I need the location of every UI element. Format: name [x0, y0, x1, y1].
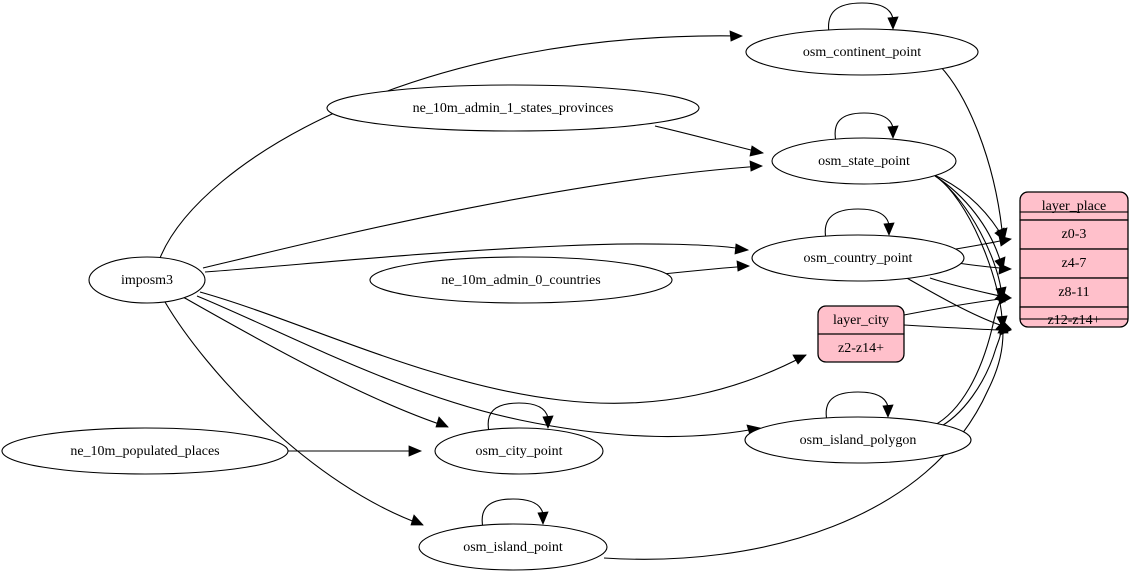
edge-imposm3-to-osm-island-point	[164, 301, 424, 526]
node-ne-10m-admin-0-countries[interactable]: ne_10m_admin_0_countries	[369, 256, 673, 304]
edge-imposm3-to-layer-city	[199, 291, 807, 404]
node-osm-country-point[interactable]: osm_country_point	[751, 234, 965, 282]
node-osm-island-polygon-label: osm_island_polygon	[800, 433, 917, 448]
node-osm-city-point[interactable]: osm_city_point	[434, 427, 604, 475]
node-ne-10m-admin-1-states-provinces[interactable]: ne_10m_admin_1_states_provinces	[326, 84, 700, 132]
edge-ne-populated-places-to-osm-city-point	[288, 445, 423, 457]
layer-place-row-z8-11[interactable]: z8-11	[1058, 285, 1089, 300]
node-osm-island-point-label: osm_island_point	[463, 540, 563, 555]
node-osm-state-point[interactable]: osm_state_point	[771, 137, 957, 185]
layer-place-row-z4-7[interactable]: z4-7	[1062, 256, 1087, 271]
node-layer: imposm3 ne_10m_admin_1_states_provinces …	[1, 28, 979, 571]
edge-osm-state-point-to-layer-place-z8-11	[937, 177, 1007, 300]
layer-place-header-label: layer_place	[1042, 199, 1107, 214]
layer-place-row-z0-3[interactable]: z0-3	[1062, 227, 1087, 242]
edge-osm-island-polygon-to-layer-place-z8-11	[932, 289, 1006, 427]
edge-ne-admin0-to-osm-country-point	[662, 260, 751, 275]
edge-imposm3-to-osm-continent-point	[159, 30, 744, 259]
edge-osm-country-point-to-layer-place-z0-3	[949, 235, 1012, 251]
edge-osm-island-polygon-self-loop	[825, 391, 894, 422]
node-ne-10m-populated-places[interactable]: ne_10m_populated_places	[1, 427, 289, 475]
layer-city-header-label: layer_city	[833, 313, 889, 328]
layer-place-row-z12-z14[interactable]: z12-z14+	[1048, 313, 1101, 328]
node-osm-island-point[interactable]: osm_island_point	[418, 523, 608, 571]
edge-osm-city-point-self-loop	[487, 402, 554, 433]
node-layer-city-table[interactable]: layer_city z2-z14+	[817, 305, 905, 363]
edge-layer	[159, 2, 1013, 560]
edge-osm-island-point-to-layer-place-z12-z14	[603, 321, 1009, 560]
node-imposm3-label: imposm3	[121, 273, 173, 288]
edge-ne-admin1-to-osm-state-point	[654, 125, 765, 157]
node-osm-continent-point[interactable]: osm_continent_point	[745, 28, 979, 76]
edge-layer-city-to-layer-place-z12-z14	[903, 324, 1012, 336]
edge-osm-country-point-self-loop	[824, 208, 895, 240]
node-osm-state-point-label: osm_state_point	[818, 154, 910, 169]
edge-imposm3-to-osm-island-polygon	[196, 295, 761, 438]
edge-osm-state-point-self-loop	[834, 112, 899, 143]
edge-layer-city-to-layer-place-z8-11	[903, 293, 1012, 316]
layer-city-row-z2-z14[interactable]: z2-z14+	[838, 341, 884, 356]
edge-imposm3-to-osm-city-point	[182, 296, 449, 428]
node-layer-place-table[interactable]: layer_place z0-3 z4-7 z8-11 z12-z14+	[1019, 191, 1129, 328]
edge-imposm3-to-osm-country-point	[204, 243, 750, 273]
node-osm-country-point-label: osm_country_point	[804, 251, 913, 266]
node-ne-10m-populated-places-label: ne_10m_populated_places	[70, 444, 219, 459]
node-osm-island-polygon[interactable]: osm_island_polygon	[744, 416, 972, 464]
edge-osm-country-point-to-layer-place-z12-z14	[904, 276, 1012, 331]
edge-osm-island-polygon-to-layer-place-z12-z14	[935, 319, 1007, 430]
edge-osm-continent-point-self-loop	[827, 2, 899, 34]
node-ne-10m-admin-0-countries-label: ne_10m_admin_0_countries	[441, 273, 600, 288]
edge-imposm3-to-osm-state-point	[202, 160, 764, 269]
node-imposm3[interactable]: imposm3	[88, 256, 206, 304]
node-osm-continent-point-label: osm_continent_point	[803, 45, 921, 60]
edge-osm-island-point-self-loop	[481, 498, 549, 529]
node-osm-city-point-label: osm_city_point	[475, 444, 562, 459]
node-ne-10m-admin-1-states-provinces-label: ne_10m_admin_1_states_provinces	[413, 101, 614, 116]
